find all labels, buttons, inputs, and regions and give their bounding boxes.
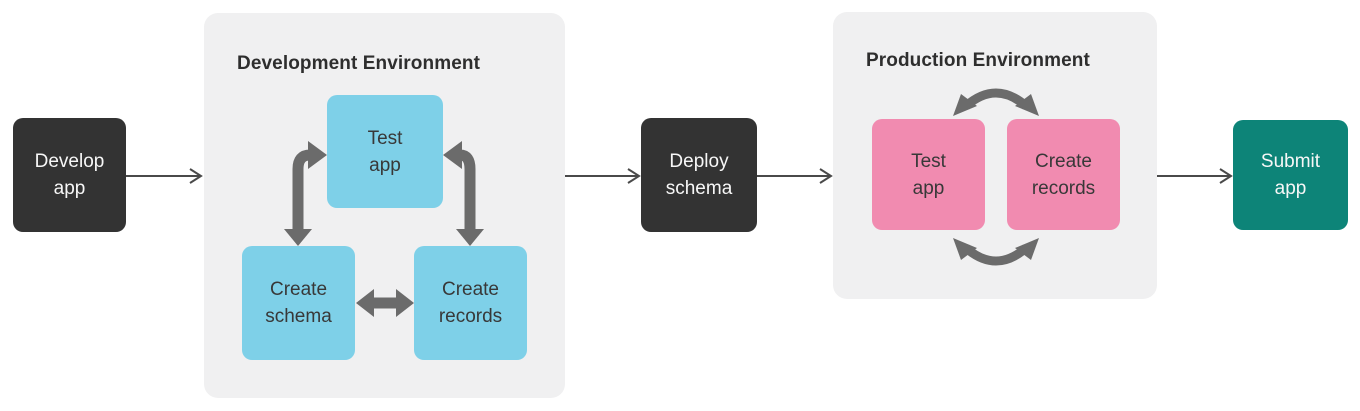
node-dev-create-schema-label: Create schema — [265, 279, 332, 327]
arrow-dev-env-to-deploy — [565, 168, 641, 184]
node-dev-test-app-label: Test app — [367, 127, 403, 176]
node-dev-create-records: Create records — [414, 246, 527, 360]
prod-environment-title: Production Environment — [866, 50, 1090, 71]
node-submit-app-label: Submit app — [1260, 151, 1321, 199]
node-dev-create-records-label: Create records — [438, 279, 503, 327]
node-deploy-schema: Deploy schema — [641, 118, 757, 232]
node-dev-test-app: Test app — [327, 95, 443, 208]
node-prod-create-records-label: Create records — [1031, 150, 1096, 199]
node-dev-create-schema: Create schema — [242, 246, 355, 360]
node-prod-create-records: Create records — [1007, 119, 1120, 230]
arrow-deploy-to-prod-env — [757, 168, 833, 184]
node-develop-app: Develop app — [13, 118, 126, 232]
node-develop-app-label: Develop app — [34, 151, 105, 199]
arrow-develop-to-dev-env — [126, 168, 203, 184]
node-prod-test-app-label: Test app — [911, 150, 946, 199]
node-deploy-schema-label: Deploy schema — [665, 151, 733, 199]
node-submit-app: Submit app — [1233, 120, 1348, 230]
arrow-prod-env-to-submit — [1157, 168, 1233, 184]
dev-environment-title: Development Environment — [237, 53, 481, 74]
prod-environment-container: Production Environment Test app Create r… — [833, 12, 1157, 299]
node-prod-test-app: Test app — [872, 119, 985, 230]
dev-environment-container: Development Environment Test app Create … — [204, 13, 565, 398]
